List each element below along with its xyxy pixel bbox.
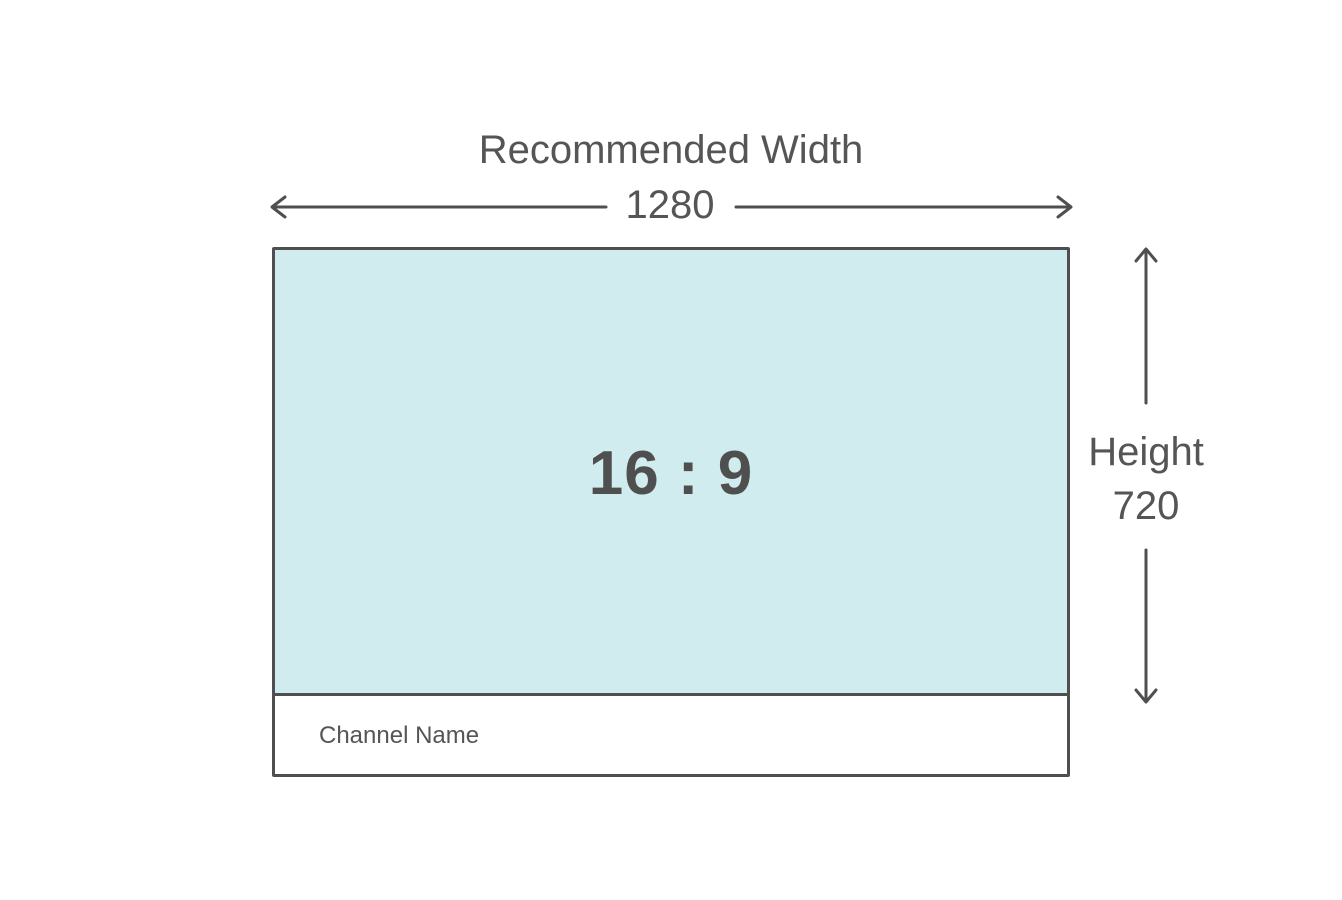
video-preview-frame: 16 : 9 Channel Name (272, 247, 1070, 777)
aspect-ratio-label: 16 : 9 (588, 438, 754, 508)
height-title: Height (1088, 430, 1204, 474)
channel-name-label: Channel Name (319, 722, 480, 749)
channel-bar: Channel Name (275, 696, 1067, 774)
height-label: Height 720 (1080, 425, 1212, 533)
width-value: 1280 (625, 183, 715, 227)
width-title: Recommended Width (478, 128, 864, 172)
video-area: 16 : 9 (275, 250, 1067, 696)
height-value: 720 (1112, 484, 1180, 528)
